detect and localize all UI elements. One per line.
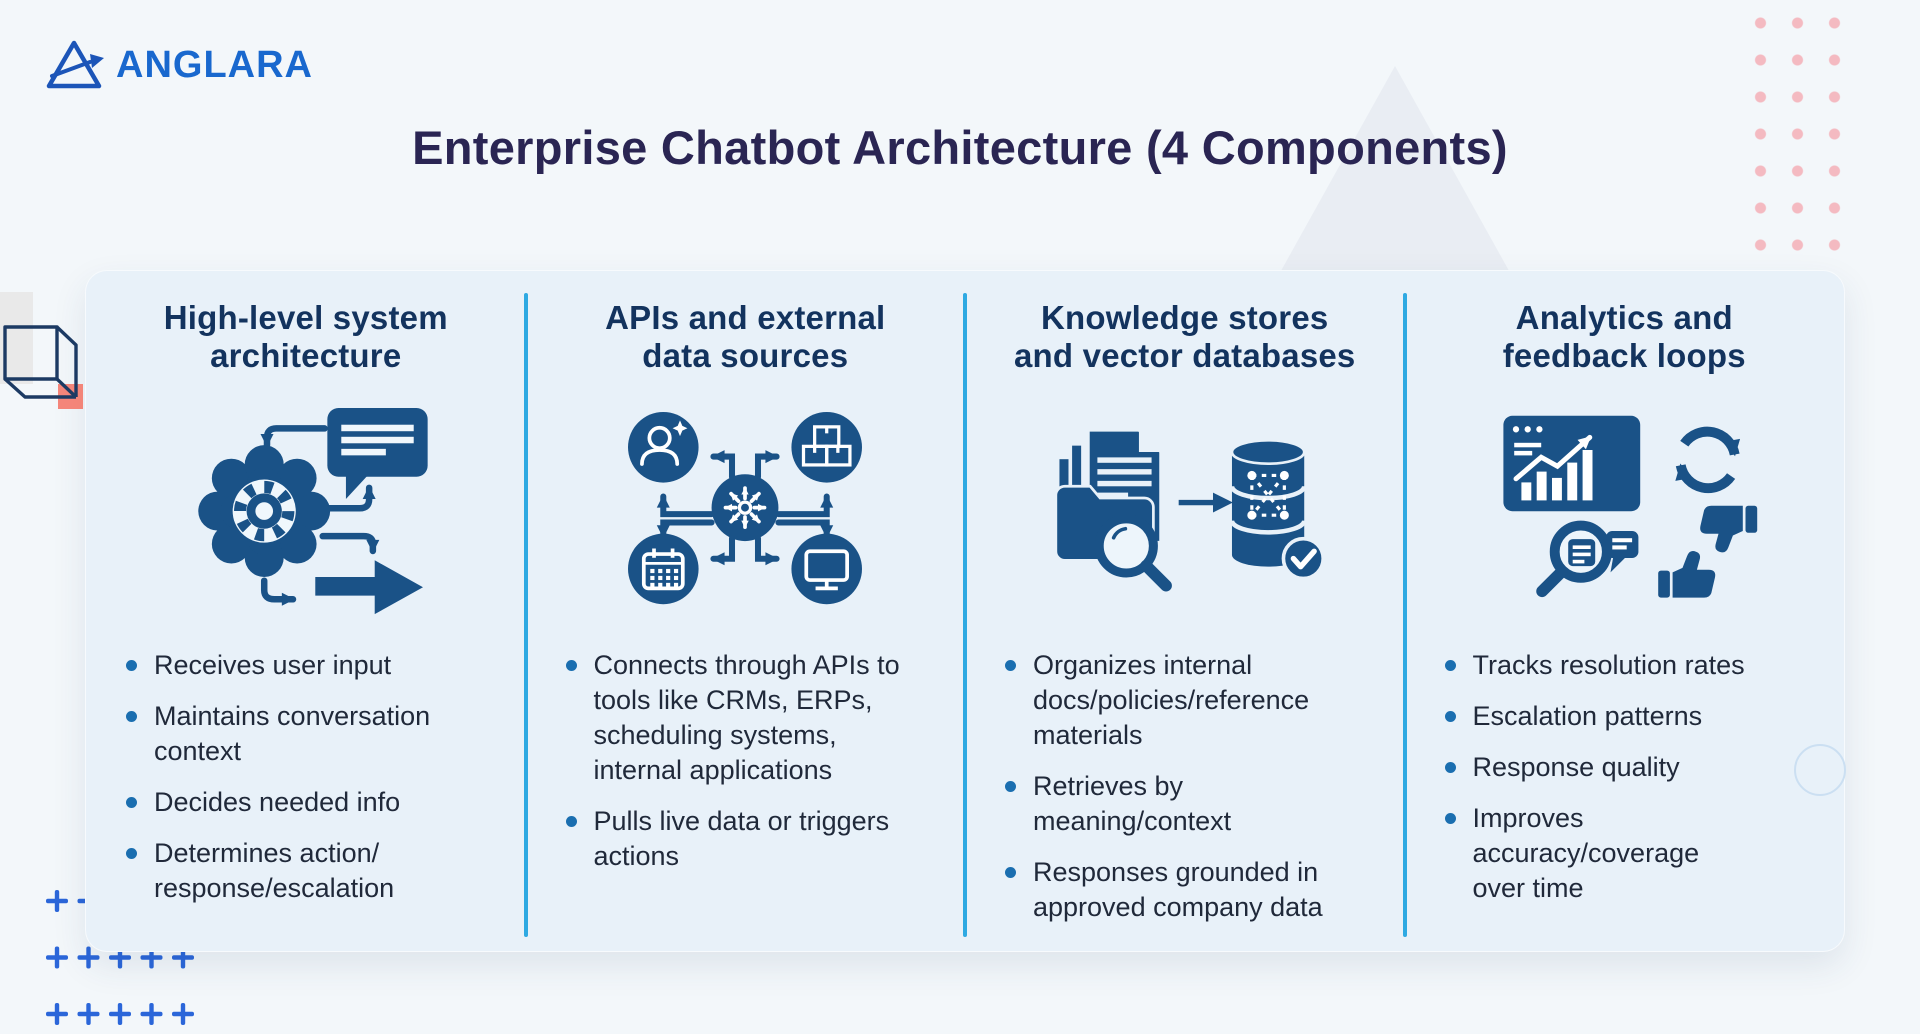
- bullet-text: Decides needed info: [154, 786, 401, 817]
- column-divider: [523, 293, 528, 937]
- bullet-dot: [1444, 659, 1456, 671]
- column-apis-data-sources: APIs and external data sources: [526, 271, 966, 951]
- column-divider: [963, 293, 967, 937]
- bullet-dot: [1005, 867, 1016, 878]
- bullet-item: Organizes internal docs/policies/referen…: [1003, 648, 1381, 753]
- docs-to-vector-db-icon: [1054, 428, 1325, 592]
- bullet-item: Escalation patterns: [1443, 699, 1821, 734]
- bullet-text: Determines action/ response/escalation: [154, 837, 395, 903]
- circle-decor: [1794, 744, 1846, 796]
- bullet-item: Response quality: [1443, 750, 1821, 785]
- column-icon-area: [176, 384, 436, 634]
- bullet-text: Tracks resolution rates: [1472, 649, 1745, 680]
- page-title: Enterprise Chatbot Architecture (4 Compo…: [412, 121, 1508, 174]
- bullet-dot: [1005, 659, 1016, 671]
- bullet-text: Organizes internal docs/policies/referen…: [1033, 649, 1310, 750]
- bullet-text: Connects through APIs to tools like CRMs…: [593, 649, 900, 785]
- bullet-text: Receives user input: [154, 649, 392, 680]
- bullet-dot: [1444, 710, 1456, 722]
- bullet-item: Maintains conversation context: [124, 699, 502, 769]
- bullet-item: Connects through APIs to tools like CRMs…: [564, 648, 942, 788]
- bullet-dot: [565, 659, 577, 671]
- column-icon-area: [1489, 384, 1759, 634]
- bullet-text: Improves accuracy/coverage over time: [1472, 802, 1700, 903]
- bullet-item: Responses grounded in approved company d…: [1003, 855, 1381, 925]
- bullet-list: Organizes internal docs/policies/referen…: [989, 648, 1381, 942]
- bullet-item: Tracks resolution rates: [1443, 648, 1821, 683]
- column-icon-area: [1045, 384, 1325, 634]
- column-title: Analytics and feedback loops: [1503, 299, 1746, 376]
- bullet-dot: [1005, 780, 1016, 792]
- architecture-card: High-level system architecture: [85, 270, 1845, 952]
- bullet-item: Decides needed info: [124, 785, 502, 820]
- bullet-text: Pulls live data or triggers actions: [593, 805, 890, 871]
- column-title-line: data sources: [642, 337, 849, 375]
- column-title-line: architecture: [210, 337, 402, 375]
- bullet-list: Tracks resolution rates Escalation patte…: [1429, 648, 1821, 923]
- bullet-list: Connects through APIs to tools like CRMs…: [550, 648, 942, 891]
- column-title: High-level system architecture: [164, 299, 448, 376]
- column-title-line: feedback loops: [1502, 337, 1746, 375]
- cube-outline-icon: [3, 325, 83, 409]
- bullet-dot: [1444, 812, 1456, 824]
- column-high-level-architecture: High-level system architecture: [86, 271, 526, 951]
- column-title-line: and vector databases: [1014, 337, 1356, 375]
- column-icon-area: [615, 384, 875, 634]
- bullet-dot: [126, 847, 137, 859]
- column-title-line: APIs and external: [605, 299, 886, 336]
- bullet-text: Response quality: [1472, 751, 1680, 782]
- bullet-list: Receives user input Maintains conversati…: [110, 648, 502, 923]
- bullet-text: Retrieves by meaning/context: [1033, 770, 1232, 836]
- analytics-feedback-icon: [1503, 415, 1758, 598]
- bullet-dot: [126, 659, 137, 671]
- column-title-line: Knowledge stores: [1041, 299, 1329, 336]
- column-divider: [1402, 293, 1407, 937]
- bullet-item: Receives user input: [124, 648, 502, 683]
- bullet-dot: [126, 710, 137, 722]
- bullet-text: Maintains conversation context: [154, 700, 431, 766]
- column-analytics-feedback: Analytics and feedback loops: [1405, 271, 1845, 951]
- column-title-line: Analytics and: [1515, 299, 1733, 336]
- bullet-dot: [565, 815, 577, 827]
- hub-spoke-integrations-icon: [628, 412, 863, 605]
- column-title-line: High-level system: [163, 299, 448, 336]
- bullet-dot: [126, 796, 137, 808]
- logo-text: ANGLARA: [116, 43, 313, 86]
- logo-triangle-arrow-icon: [46, 40, 104, 89]
- column-knowledge-stores: Knowledge stores and vector databases: [965, 271, 1405, 951]
- bullet-item: Determines action/ response/escalation: [124, 836, 502, 906]
- column-title: APIs and external data sources: [605, 299, 885, 376]
- column-title: Knowledge stores and vector databases: [1014, 299, 1355, 376]
- bullet-text: Responses grounded in approved company d…: [1033, 857, 1323, 923]
- bullet-dot: [1444, 761, 1456, 773]
- brain-gear-chat-icon: [198, 407, 428, 614]
- bullet-item: Pulls live data or triggers actions: [564, 804, 942, 874]
- anglara-logo: ANGLARA: [46, 40, 313, 90]
- bullet-item: Retrieves by meaning/context: [1003, 769, 1381, 839]
- pink-dots-grid-decor: [1742, 0, 1853, 282]
- bullet-text: Escalation patterns: [1472, 700, 1703, 731]
- bullet-item: Improves accuracy/coverage over time: [1443, 801, 1821, 906]
